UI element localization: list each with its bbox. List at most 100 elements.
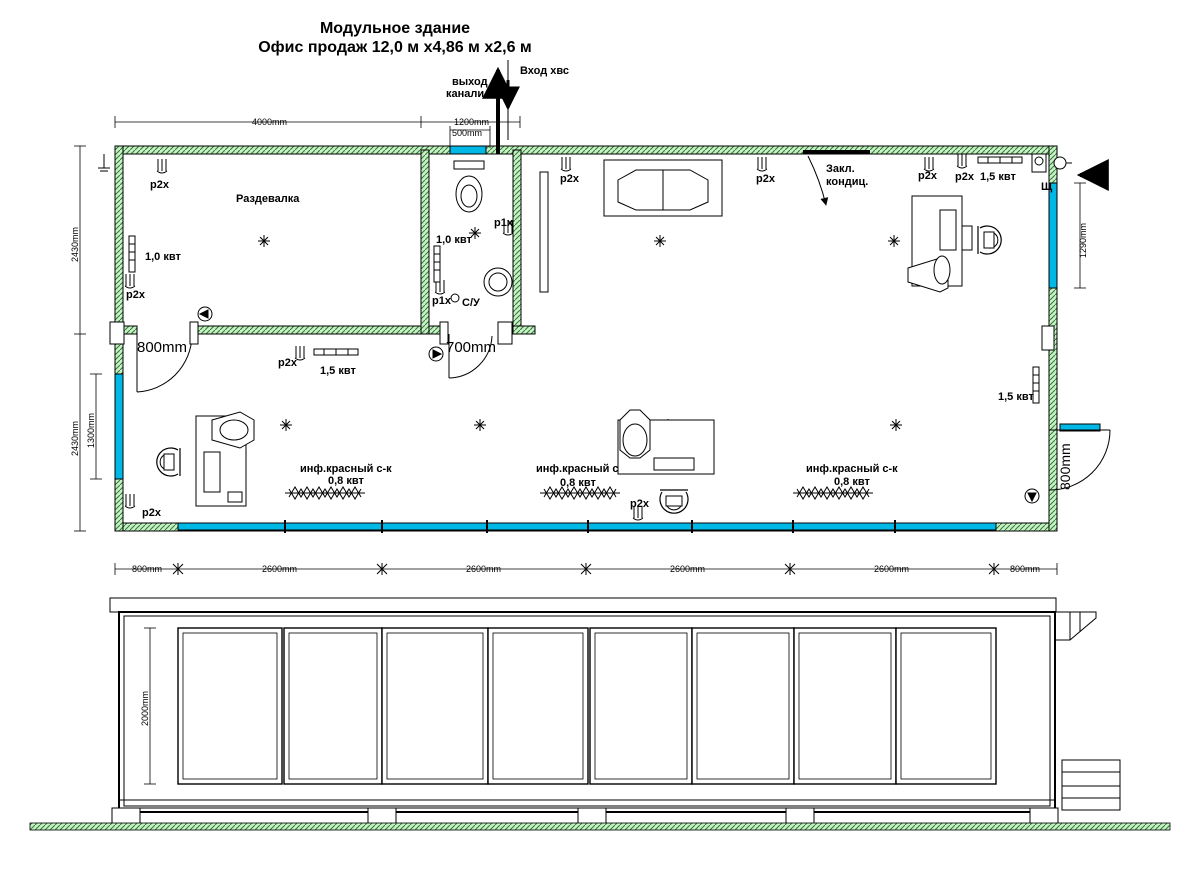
heater-power-label: 1,0 квт xyxy=(436,234,472,246)
heater-icon xyxy=(1032,366,1040,404)
electrical-panel-icon xyxy=(1031,153,1072,173)
windows-front xyxy=(177,520,997,533)
elevation-windows xyxy=(177,627,997,785)
drawing-subtitle: Офис продаж 12,0 м х4,86 м х2,6 м xyxy=(258,39,532,56)
dim-1300: 1300mm xyxy=(86,413,96,448)
window-left xyxy=(114,373,124,480)
dim-2000: 2000mm xyxy=(140,691,150,726)
socket-label: р2х xyxy=(560,173,580,185)
inner-walls xyxy=(122,149,536,335)
dim-bottom-5: 800mm xyxy=(1010,564,1040,574)
door-entrance xyxy=(1041,325,1111,491)
heater-icon xyxy=(128,235,136,273)
socket-icon xyxy=(923,156,935,172)
socket-icon xyxy=(156,158,168,174)
door-locker xyxy=(109,321,199,393)
ceiling-lamp-icon xyxy=(653,234,667,248)
sewer-line xyxy=(482,60,520,154)
socket-icon xyxy=(124,273,136,289)
heater-icon xyxy=(433,245,441,283)
ac-label-2: кондиц. xyxy=(826,176,868,188)
sink-icon xyxy=(483,267,513,297)
dim-2430-bottom: 2430mm xyxy=(70,421,80,456)
door-entrance-width: 800mm xyxy=(1057,443,1073,490)
ground-icon xyxy=(98,154,110,172)
dim-2430-top: 2430mm xyxy=(70,227,80,262)
elevation-dimension xyxy=(144,627,156,785)
ir-heater-power: 0,8 квт xyxy=(834,476,870,488)
socket-label: р2х xyxy=(142,507,162,519)
socket-label: р2х xyxy=(756,173,776,185)
toilet-icon xyxy=(453,160,485,213)
ir-heater-icon xyxy=(792,486,874,500)
heater-power-label: 1,0 квт xyxy=(145,251,181,263)
socket-label: р2х xyxy=(955,171,975,183)
desk-workstation-icon xyxy=(617,409,715,475)
socket-icon xyxy=(956,153,968,169)
ir-heater-power: 0,8 квт xyxy=(328,475,364,487)
office-chair-icon xyxy=(659,489,689,514)
sofa-icon xyxy=(603,159,723,217)
ir-heater-power: 0,8 квт xyxy=(560,477,596,489)
ir-heater-label: инф.красный с-к xyxy=(300,463,392,475)
room-locker-label: Раздевалка xyxy=(236,193,300,205)
dim-bottom-2: 2600mm xyxy=(466,564,501,574)
ir-heater-label: инф.красный с-к xyxy=(536,463,628,475)
exit-sewer-label-1: выход xyxy=(452,76,488,88)
socket-icon xyxy=(560,156,572,172)
office-chair-icon xyxy=(977,225,1002,255)
dim-bottom-4: 2600mm xyxy=(874,564,909,574)
panel-label: Щ xyxy=(1041,181,1053,193)
ceiling-lamp-icon xyxy=(887,234,901,248)
heater-power-label: 1,5 квт xyxy=(320,365,356,377)
dim-1290: 1290mm xyxy=(1078,223,1088,258)
socket-label-wc: р1х xyxy=(432,295,452,307)
dim-bottom-1: 2600mm xyxy=(262,564,297,574)
room-wc-label: С/У xyxy=(462,297,480,309)
dimension-ticks xyxy=(172,563,1000,575)
ground-line xyxy=(29,822,1171,831)
desk-workstation-icon xyxy=(195,411,255,507)
socket-icon xyxy=(756,156,768,172)
dim-4000: 4000mm xyxy=(252,117,287,127)
coat-rack-icon xyxy=(539,171,549,293)
dim-1200: 1200mm xyxy=(454,117,489,127)
drain-icon xyxy=(450,293,460,303)
heater-icon xyxy=(977,156,1023,164)
door-marker-icon xyxy=(197,306,1040,504)
air-conditioner-icon xyxy=(803,150,870,206)
water-inlet-label: Вход хвс xyxy=(520,65,569,77)
socket-label: р2х xyxy=(150,179,170,191)
desk-workstation-icon xyxy=(907,195,973,293)
socket-label-wc: р1х xyxy=(494,217,514,229)
socket-label: р2х xyxy=(630,498,650,510)
socket-icon xyxy=(124,493,136,509)
door-wc xyxy=(439,321,513,379)
ir-heater-label: инф.красный с-к xyxy=(806,463,898,475)
socket-label: р2х xyxy=(126,289,146,301)
window-right xyxy=(1048,182,1058,289)
drawing-title: Модульное здание xyxy=(319,20,471,37)
heater-power-label: 1,5 квт xyxy=(998,391,1034,403)
ceiling-lamp-icon xyxy=(257,234,271,248)
dim-bottom-3: 2600mm xyxy=(670,564,705,574)
ceiling-lamp-icon xyxy=(889,418,903,432)
heater-power-label: 1,5 квт xyxy=(980,171,1016,183)
heater-icon xyxy=(313,348,359,356)
dim-bottom-0: 800mm xyxy=(132,564,162,574)
socket-label: р2х xyxy=(278,357,298,369)
dim-500: 500mm xyxy=(452,128,482,138)
office-chair-icon xyxy=(156,447,181,477)
ceiling-lamp-icon xyxy=(279,418,293,432)
door-locker-width: 800mm xyxy=(137,339,187,356)
ceiling-lamp-icon xyxy=(473,418,487,432)
socket-label: р2х xyxy=(918,170,938,182)
exit-sewer-label-2: канали xyxy=(446,88,484,100)
window-right-small xyxy=(1059,423,1101,432)
ir-heater-icon xyxy=(284,486,366,500)
ac-label-1: Закл. xyxy=(826,163,855,175)
door-wc-width: 700mm xyxy=(446,339,496,356)
window-wc xyxy=(449,145,487,155)
